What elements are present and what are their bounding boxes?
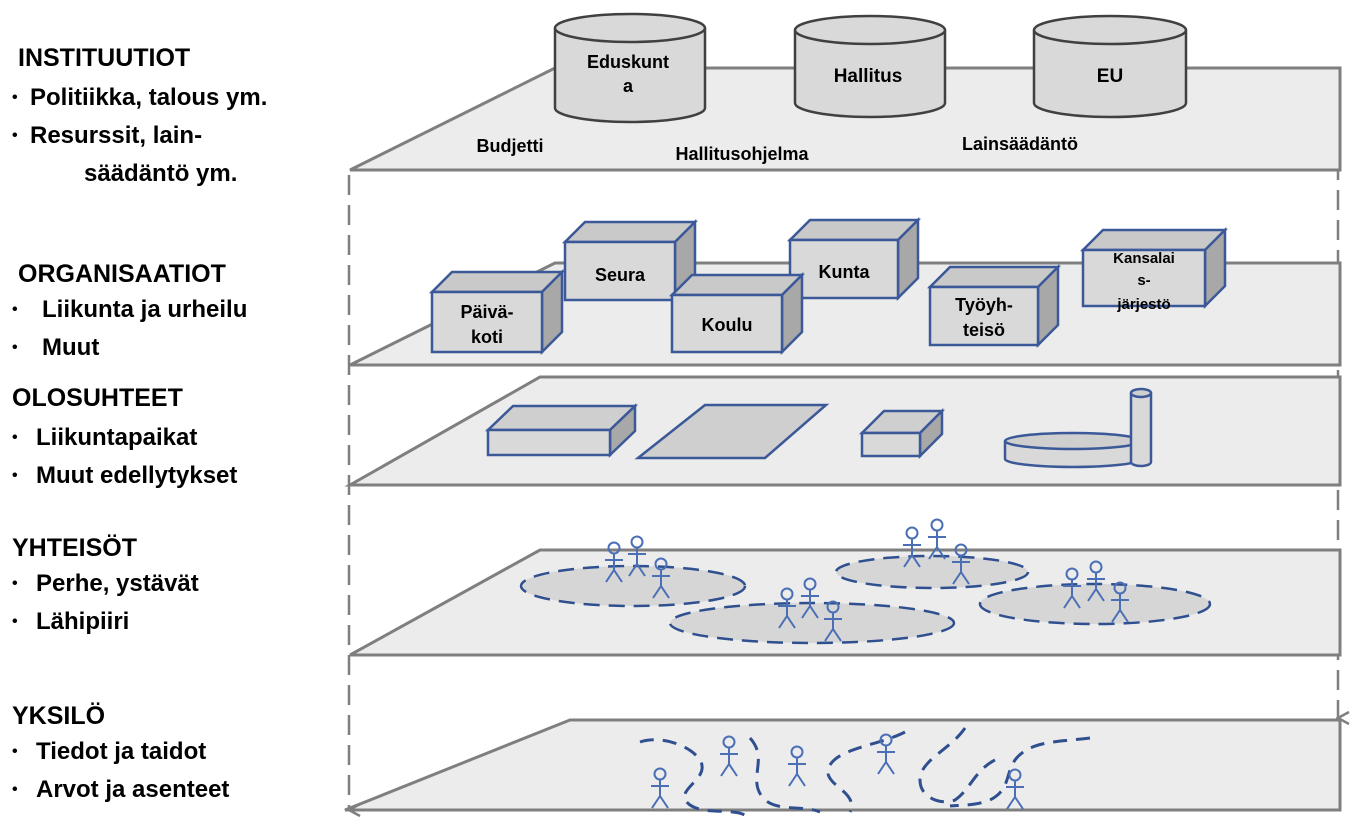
section-heading-instituutiot: INSTITUUTIOT <box>18 44 191 72</box>
section-item-label: Tiedot ja taidot <box>36 738 207 765</box>
section-item: • Lähipiiri <box>12 608 129 636</box>
bullet-icon: • <box>12 781 18 798</box>
bullet-icon: • <box>12 429 18 446</box>
section-item: • Politiikka, talous ym. <box>12 84 267 112</box>
section-item-label: Lähipiiri <box>36 608 130 635</box>
section-item: • Perhe, ystävät <box>12 570 199 598</box>
cylinder-eduskunta <box>553 12 707 124</box>
box-paivakoti <box>428 268 566 356</box>
bullet-icon: • <box>12 127 18 144</box>
cylinder-label-hallitus: Hallitus <box>834 66 903 87</box>
community-group-1 <box>519 535 747 608</box>
section-item: • Muut edellytykset <box>12 462 237 490</box>
box-kunta <box>786 216 922 302</box>
cylinder-label-eu: EU <box>1097 66 1123 87</box>
box-label-seura: Seura <box>595 265 646 285</box>
section-item-label: Muut edellytykset <box>36 462 238 489</box>
plane-yksilo <box>344 718 1342 812</box>
box-label-paivakoti-2: koti <box>471 327 503 347</box>
bullet-icon: • <box>12 467 18 484</box>
plane-label-hallitusohjelma: Hallitusohjelma <box>675 144 809 164</box>
bullet-icon: • <box>12 89 18 106</box>
facility-field <box>634 403 830 460</box>
bullet-icon: • <box>12 301 18 318</box>
section-item: • Muut <box>12 334 99 362</box>
box-label-paivakoti-1: Päivä- <box>460 302 513 322</box>
section-item: • Resurssit, lain- <box>12 122 202 150</box>
cylinder-eu <box>1032 14 1188 119</box>
box-label-kansalaisjarjesto-3: järjestö <box>1116 296 1170 313</box>
section-heading-yhteisot: YHTEISÖT <box>12 534 138 562</box>
box-koulu <box>668 271 806 356</box>
cylinder-label-eduskunta-1: Eduskunt <box>587 52 669 72</box>
section-heading-yksilo: YKSILÖ <box>12 702 106 730</box>
bullet-icon: • <box>12 743 18 760</box>
box-label-kansalaisjarjesto-2: s- <box>1137 272 1150 289</box>
box-seura <box>561 218 699 304</box>
bullet-icon: • <box>12 339 18 356</box>
cylinder-hallitus <box>793 14 947 119</box>
box-label-kansalaisjarjesto-1: Kansalai <box>1113 250 1175 267</box>
section-item: • Tiedot ja taidot <box>12 738 206 766</box>
bullet-icon: • <box>12 613 18 630</box>
box-label-tyoyhteiso-1: Työyh- <box>955 295 1013 315</box>
facility-pool-tower <box>1003 387 1153 469</box>
section-item-label: Perhe, ystävät <box>36 570 199 597</box>
section-heading-organisaatiot: ORGANISAATIOT <box>18 260 226 288</box>
section-item-label: Liikunta ja urheilu <box>42 296 248 323</box>
section-heading-olosuhteet: OLOSUHTEET <box>12 384 183 412</box>
community-group-2 <box>668 577 956 645</box>
community-group-3 <box>834 518 1030 590</box>
section-item-continuation: säädäntö ym. <box>84 160 238 187</box>
box-label-koulu: Koulu <box>702 315 753 335</box>
box-label-tyoyhteiso-2: teisö <box>963 320 1005 340</box>
individual-paths <box>639 727 1091 817</box>
section-item-label: Resurssit, lain- <box>30 122 203 149</box>
section-item: • Arvot ja asenteet <box>12 776 229 804</box>
section-item-label: Liikuntapaikat <box>36 424 198 451</box>
box-tyoyhteiso <box>926 263 1062 349</box>
plane-label-lainsaadanto: Lainsäädäntö <box>962 134 1078 154</box>
section-item: • Liikunta ja urheilu <box>12 296 247 324</box>
section-item-label: Politiikka, talous ym. <box>30 84 268 111</box>
bullet-icon: • <box>12 575 18 592</box>
section-item-label: Arvot ja asenteet <box>36 776 230 803</box>
cylinder-label-eduskunta-2: a <box>623 76 634 96</box>
box-kansalaisjarjesto <box>1079 226 1229 310</box>
community-group-4 <box>978 560 1212 626</box>
section-item: • Liikuntapaikat <box>12 424 197 452</box>
section-item-label: Muut <box>42 334 100 361</box>
facility-hall <box>484 403 639 458</box>
facility-small-hall <box>858 407 946 460</box>
box-label-kunta: Kunta <box>819 262 871 282</box>
plane-label-budjetti: Budjetti <box>477 136 544 156</box>
